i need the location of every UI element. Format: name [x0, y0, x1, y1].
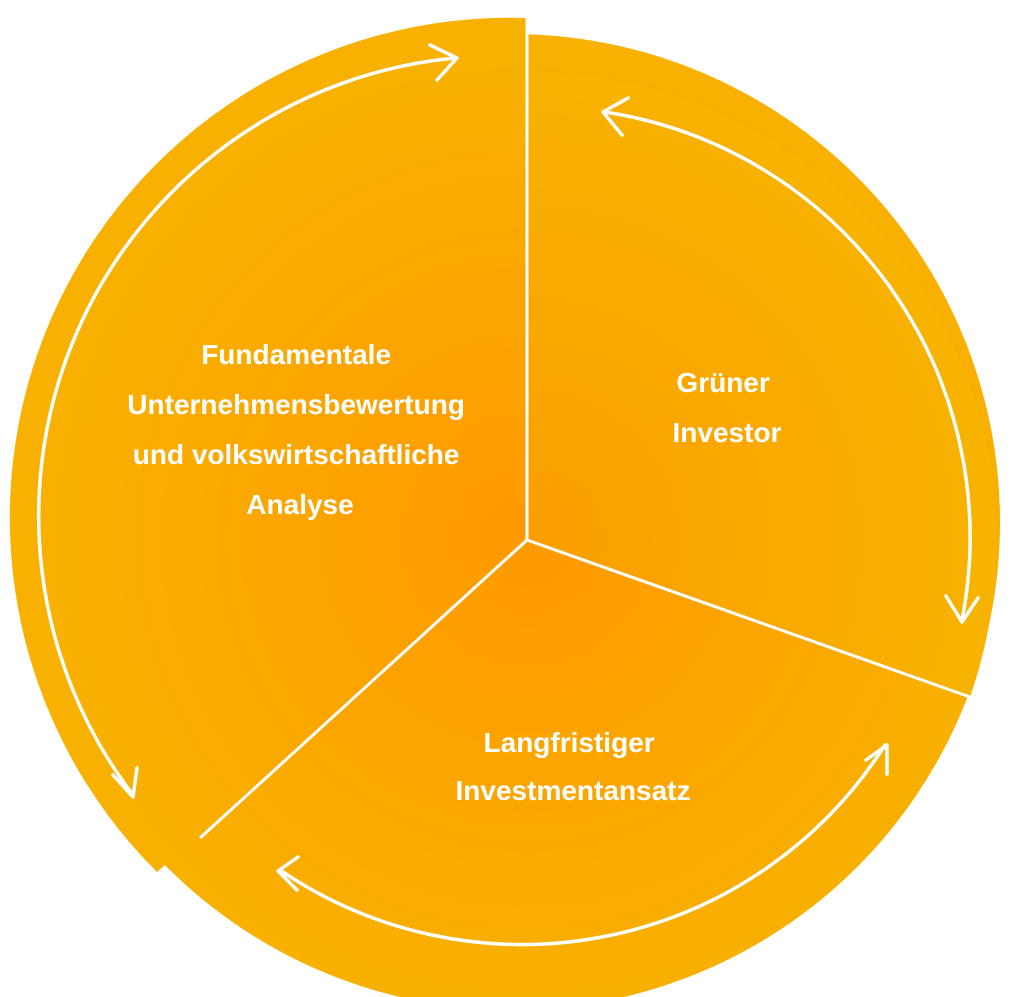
label-longterm: Langfristiger Investmentansatz [456, 727, 691, 806]
label-fundamental-line4: Analyse [246, 489, 353, 520]
segment-green [530, 72, 997, 697]
label-fundamental-line1: Fundamentale [201, 339, 391, 370]
segment-longterm [203, 545, 945, 961]
cycle-arrow-bottom [276, 743, 889, 947]
label-fundamental-line2: Unternehmensbewertung [127, 389, 465, 420]
label-longterm-line2: Investmentansatz [456, 775, 691, 806]
cycle-arrow-left [36, 43, 459, 799]
label-green: Grüner Investor [673, 367, 782, 448]
label-green-line1: Grüner [676, 367, 769, 398]
cycle-arrow-right [601, 96, 980, 624]
divider-right [526, 538, 971, 699]
label-green-line2: Investor [673, 417, 782, 448]
label-fundamental: Fundamentale Unternehmensbewertung und v… [127, 339, 472, 520]
label-fundamental-line3: und volkswirtschaftliche [133, 439, 460, 470]
divider-left [198, 538, 529, 840]
label-longterm-line1: Langfristiger [484, 727, 655, 758]
